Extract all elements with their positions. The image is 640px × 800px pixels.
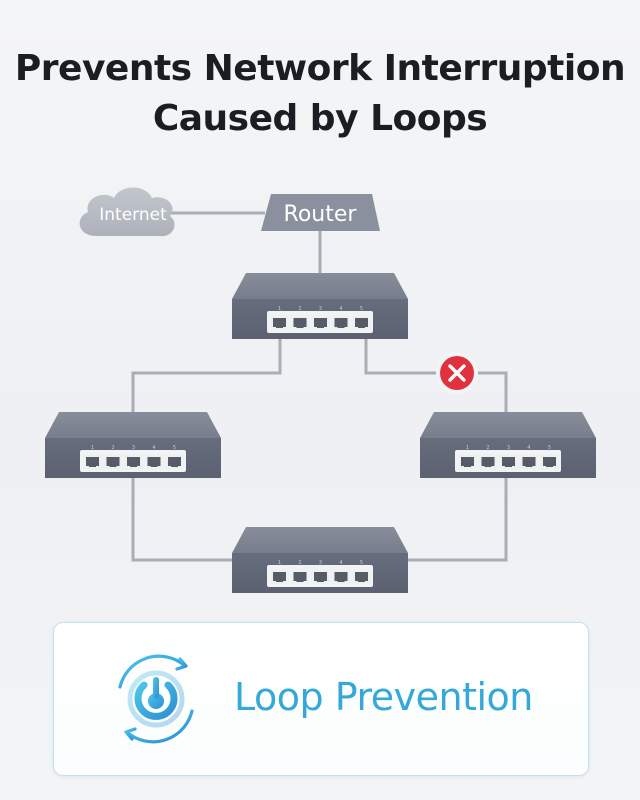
port-number-label: 5 xyxy=(360,560,363,566)
port-number-label: 4 xyxy=(152,445,155,451)
internet-label: Internet xyxy=(99,205,167,225)
port-number-label: 1 xyxy=(466,445,469,451)
ethernet-port-icon xyxy=(352,315,371,330)
port-number-label: 5 xyxy=(548,445,551,451)
ethernet-port-icon xyxy=(331,315,351,330)
port-number-label: 5 xyxy=(360,306,363,312)
port-number-label: 3 xyxy=(319,306,322,312)
ethernet-port-icon xyxy=(458,454,477,469)
loop-prevention-label: Loop Prevention xyxy=(234,675,533,719)
switch-top: 1 2 3 4 5 xyxy=(232,273,408,339)
ethernet-port-icon xyxy=(144,454,164,469)
loop-prevention-card: Loop Prevention xyxy=(53,622,589,776)
cables xyxy=(131,211,508,562)
port-number-label: 1 xyxy=(278,306,281,312)
port-number-label: 1 xyxy=(278,560,281,566)
port-number-label: 3 xyxy=(319,560,322,566)
title-line-1: Prevents Network Interruption xyxy=(14,48,626,89)
ethernet-port-icon xyxy=(83,454,102,469)
internet-cloud-icon xyxy=(79,187,175,237)
port-number-label: 2 xyxy=(298,306,301,312)
ethernet-port-icon xyxy=(311,569,330,584)
ethernet-port-icon xyxy=(331,569,351,584)
loop-prevention-icon xyxy=(118,654,194,744)
cable-left-to-bottom xyxy=(131,478,234,562)
router-icon xyxy=(261,194,380,231)
port-number-label: 4 xyxy=(339,560,342,566)
switch-right: 1 2 3 4 5 xyxy=(420,412,596,478)
ethernet-port-icon xyxy=(519,454,539,469)
port-number-label: 2 xyxy=(111,445,114,451)
cable-top-to-left xyxy=(131,338,282,414)
ethernet-port-icon xyxy=(499,454,518,469)
ethernet-port-icon xyxy=(270,315,289,330)
port-number-label: 2 xyxy=(298,560,301,566)
x-circle-icon xyxy=(436,352,478,394)
ethernet-port-icon xyxy=(124,454,143,469)
port-number-label: 3 xyxy=(507,445,510,451)
ethernet-port-icon xyxy=(103,454,123,469)
port-number-label: 3 xyxy=(132,445,135,451)
router-label: Router xyxy=(284,202,358,227)
port-number-label: 5 xyxy=(173,445,176,451)
port-number-label: 1 xyxy=(91,445,94,451)
ethernet-port-icon xyxy=(311,315,330,330)
port-number-label: 4 xyxy=(339,306,342,312)
ethernet-port-icon xyxy=(352,569,371,584)
switch-top-ports: 1 2 3 4 5 xyxy=(270,306,371,330)
switch-bottom: 1 2 3 4 5 xyxy=(232,527,408,593)
ethernet-port-icon xyxy=(540,454,559,469)
port-number-label: 2 xyxy=(486,445,489,451)
ethernet-port-icon xyxy=(290,569,310,584)
switch-left: 1 2 3 4 5 xyxy=(45,412,221,478)
port-number-label: 4 xyxy=(527,445,530,451)
ethernet-port-icon xyxy=(478,454,498,469)
network-diagram: Internet Router 1 2 3 4 5 1 2 3 4 5 1 2 3 4 5 1 2 3 4 5 xyxy=(45,187,596,593)
ethernet-port-icon xyxy=(290,315,310,330)
ethernet-port-icon xyxy=(270,569,289,584)
ethernet-port-icon xyxy=(165,454,184,469)
cable-right-to-bottom xyxy=(406,478,508,562)
cable-top-to-right-blocked xyxy=(364,338,508,414)
switch-left-ports: 1 2 3 4 5 xyxy=(83,445,184,469)
switch-right-ports: 1 2 3 4 5 xyxy=(458,445,559,469)
switch-bottom-ports: 1 2 3 4 5 xyxy=(270,560,371,584)
page-title: Prevents Network Interruption Caused by … xyxy=(0,44,640,144)
title-line-2: Caused by Loops xyxy=(152,98,488,139)
